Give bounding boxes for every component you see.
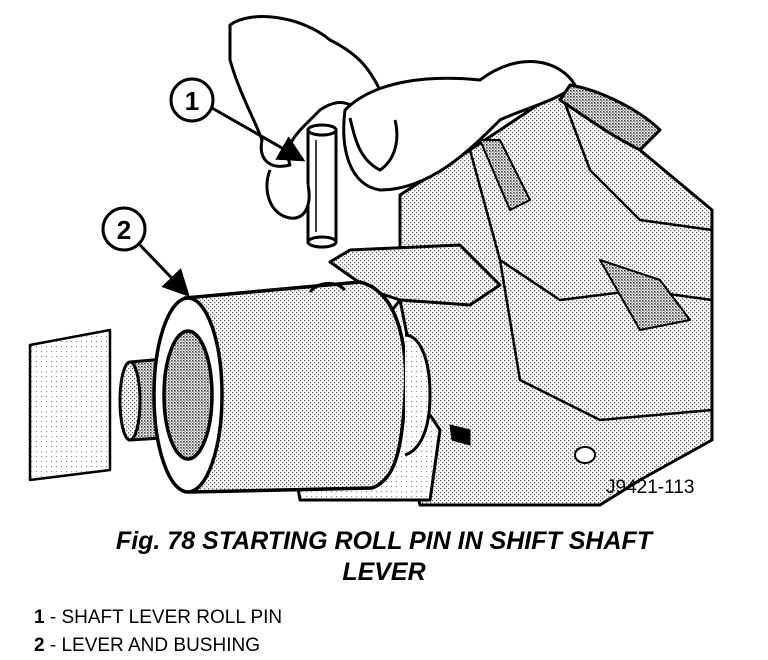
illustration: 1 2 J9421-113 [28,15,714,507]
legend-item-number: 2 [34,635,45,656]
callout-2: 2 [101,206,190,297]
legend-item-separator: - [44,607,62,628]
legend-item: 2 - LEVER AND BUSHING [34,632,282,660]
legend: 1 - SHAFT LEVER ROLL PIN 2 - LEVER AND B… [34,604,282,660]
caption-line-2: LEVER [342,558,426,586]
hand [228,15,662,220]
callout-2-number: 2 [117,215,131,245]
legend-item-text: SHAFT LEVER ROLL PIN [61,607,283,628]
callout-1-number: 1 [185,86,199,116]
legend-item-separator: - [44,635,62,656]
transmission-case [398,88,714,507]
caption-line-1: Fig. 78 STARTING ROLL PIN IN SHIFT SHAFT [115,527,653,555]
roll-pin [306,123,338,249]
legend-item-text: LEVER AND BUSHING [61,635,260,656]
legend-item: 1 - SHAFT LEVER ROLL PIN [34,604,282,632]
illustration-svg: 1 2 J9421-113 [28,15,714,507]
callout-1: 1 [169,77,306,162]
figure-caption: Fig. 78 STARTING ROLL PIN IN SHIFT SHAFT… [0,526,768,588]
lever-bushing [152,280,432,494]
legend-item-number: 1 [34,607,45,628]
figure-code: J9421-113 [606,477,694,498]
